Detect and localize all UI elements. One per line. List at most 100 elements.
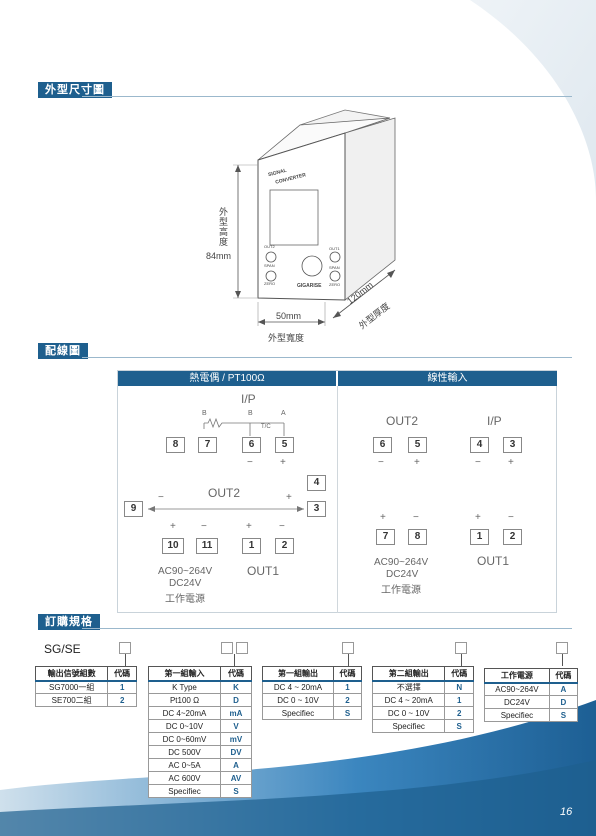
table-cell: A bbox=[548, 682, 579, 696]
terminal-2-linear: 2 bbox=[503, 529, 522, 545]
table-cell: mA bbox=[220, 706, 252, 720]
terminal-2-polarity: − bbox=[279, 521, 285, 532]
terminal-3-polarity: + bbox=[286, 492, 292, 503]
wiring-b2-label: B bbox=[248, 410, 253, 417]
connector-line bbox=[562, 654, 563, 666]
section-divider bbox=[82, 96, 572, 97]
section-ordering-header: 訂購規格 bbox=[38, 614, 100, 630]
table-cell: S bbox=[220, 784, 252, 798]
terminal-8-linear-polarity: − bbox=[413, 512, 419, 523]
device-btn-zero-right-label: ZERO bbox=[329, 282, 341, 287]
terminal-1-linear: 1 bbox=[470, 529, 489, 545]
table-header: 第二組輸出 bbox=[371, 666, 446, 682]
terminal-6-linear: 6 bbox=[373, 437, 392, 453]
connector-line bbox=[234, 654, 235, 666]
terminal-4: 4 bbox=[307, 475, 326, 491]
terminal-3-linear: 3 bbox=[503, 437, 522, 453]
table-cell: DC24V bbox=[484, 695, 550, 709]
page-number: 16 bbox=[560, 806, 573, 818]
terminal-6-linear-polarity: − bbox=[378, 457, 384, 468]
height-label: 外型高度 bbox=[219, 207, 229, 247]
terminal-5-linear-polarity: + bbox=[414, 457, 420, 468]
wiring-left-ip-label: I/P bbox=[241, 392, 256, 406]
table-header: 代碼 bbox=[107, 666, 137, 682]
wiring-right-power-line3: 工作電源 bbox=[381, 585, 421, 596]
terminal-1-polarity: + bbox=[246, 521, 252, 532]
device-logo: GIGARISE bbox=[297, 283, 322, 289]
table-cell: DC 4 ~ 20mA bbox=[371, 693, 446, 707]
table-cell: 2 bbox=[333, 693, 362, 707]
table-cell: Specifiec bbox=[262, 706, 334, 720]
table-cell: DC 0 ~ 10V bbox=[371, 706, 446, 720]
table-cell: Specifiec bbox=[148, 784, 221, 798]
code-box-power bbox=[556, 642, 568, 654]
table-cell: K Type bbox=[148, 680, 221, 694]
code-box-output1 bbox=[342, 642, 354, 654]
table-cell: Pt100 Ω bbox=[148, 693, 221, 707]
table-cell: DC 4 ~ 20mA bbox=[262, 680, 334, 694]
table-cell: S bbox=[548, 708, 579, 722]
table-cell: S bbox=[333, 706, 362, 720]
connector-line bbox=[461, 654, 462, 666]
table-cell: SG7000一組 bbox=[34, 680, 109, 694]
wiring-a-label: A bbox=[281, 410, 286, 417]
table-header: 工作電源 bbox=[484, 668, 550, 684]
terminal-2: 2 bbox=[275, 538, 294, 554]
terminal-8-linear: 8 bbox=[408, 529, 427, 545]
table-header: 代碼 bbox=[548, 668, 579, 684]
table-cell: N bbox=[444, 680, 474, 694]
table-cell: DC 500V bbox=[148, 745, 221, 759]
terminal-6-polarity: − bbox=[247, 457, 253, 468]
terminal-3: 3 bbox=[307, 501, 326, 517]
terminal-11: 11 bbox=[196, 538, 218, 554]
terminal-8: 8 bbox=[166, 437, 185, 453]
wiring-right-power-line1: AC90~264V bbox=[374, 557, 429, 568]
table-cell: DC 4~20mA bbox=[148, 706, 221, 720]
terminal-11-polarity: − bbox=[201, 521, 207, 532]
device-dimension-drawing bbox=[233, 109, 396, 326]
terminal-5: 5 bbox=[275, 437, 294, 453]
table-cell: SE700二組 bbox=[34, 693, 109, 707]
wiring-right-out1-label: OUT1 bbox=[477, 554, 510, 568]
device-btn-zero-label: ZERO bbox=[264, 281, 276, 286]
terminal-7-linear-polarity: + bbox=[380, 512, 386, 523]
table-header: 代碼 bbox=[444, 666, 474, 682]
table-cell: mV bbox=[220, 732, 252, 746]
terminal-4-linear-polarity: − bbox=[475, 457, 481, 468]
table-cell: V bbox=[220, 719, 252, 733]
terminal-5-linear: 5 bbox=[408, 437, 427, 453]
wiring-tc-label: T/C bbox=[261, 424, 271, 430]
terminal-3-linear-polarity: + bbox=[508, 457, 514, 468]
wiring-diagram: 熱電偶 / PT100Ω 線性輸入 I/P B B A T/C 8 7 6 5 … bbox=[117, 370, 557, 613]
terminal-10: 10 bbox=[162, 538, 184, 554]
terminal-9-polarity: − bbox=[158, 492, 164, 503]
code-box-input1b bbox=[236, 642, 248, 654]
wiring-left-power-line2: DC24V bbox=[169, 578, 202, 589]
table-cell: Specifiec bbox=[371, 719, 446, 733]
code-box-input1a bbox=[221, 642, 233, 654]
section-wiring-title: 配線圖 bbox=[38, 343, 88, 359]
table-cell: D bbox=[548, 695, 579, 709]
table-cell: DC 0~60mV bbox=[148, 732, 221, 746]
table-cell: DC 0 ~ 10V bbox=[262, 693, 334, 707]
section-dimensions-title: 外型尺寸圖 bbox=[38, 82, 112, 98]
table-cell: 2 bbox=[444, 706, 474, 720]
code-box-output-groups bbox=[119, 642, 131, 654]
table-cell: A bbox=[220, 758, 252, 772]
wiring-divider bbox=[337, 386, 338, 613]
wiring-left-lines bbox=[148, 417, 304, 512]
wiring-b1-label: B bbox=[202, 410, 207, 417]
terminal-5-polarity: + bbox=[280, 457, 286, 468]
